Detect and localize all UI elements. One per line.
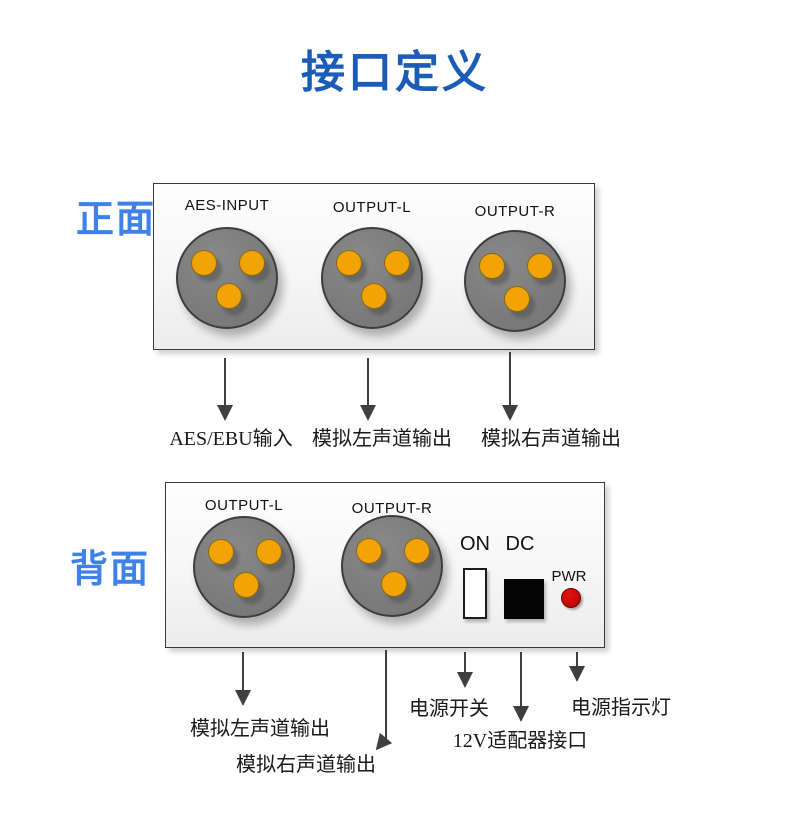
front-callout-aes-ebu-input: AES/EBU输入 [169,428,293,450]
xlr-pin-icon [208,539,234,565]
callout-arrow-icon [513,652,529,722]
callout-arrow-icon [235,652,251,706]
back-callout-power-indicator: 电源指示灯 [571,697,671,719]
callout-arrow-icon [457,652,473,688]
back-callout-analog-right-output: 模拟右声道输出 [236,754,376,776]
dc-jack [504,579,544,619]
xlr-pin-icon [256,539,282,565]
power-led-label: PWR [551,568,587,585]
xlr-pin-icon [191,250,217,276]
callout-arrow-icon [502,352,518,421]
callout-arrow-icon [369,650,393,756]
callout-arrow-icon [569,652,585,682]
front-connector-output-l-label: OUTPUT-L [332,199,412,216]
power-switch [463,568,487,619]
back-callout-power-switch: 电源开关 [409,698,489,720]
front-panel: AES-INPUT OUTPUT-L OUTPUT-R [153,183,595,350]
front-connector-output-r-label: OUTPUT-R [474,203,556,220]
callout-arrow-icon [217,358,233,421]
xlr-connector-aes-input-icon [176,227,278,329]
xlr-pin-icon [356,538,382,564]
xlr-pin-icon [239,250,265,276]
back-side-label: 背面 [70,549,151,591]
back-callout-analog-left-output: 模拟左声道输出 [190,718,330,740]
callout-arrow-icon [360,358,376,421]
dc-jack-label: DC [505,533,535,555]
front-callout-analog-right-output: 模拟右声道输出 [481,428,621,450]
xlr-connector-output-l-icon [193,516,295,618]
xlr-pin-icon [233,572,259,598]
power-led-icon [561,588,581,608]
xlr-pin-icon [504,286,530,312]
xlr-pin-icon [404,538,430,564]
power-switch-label: ON [460,533,490,555]
xlr-pin-icon [384,250,410,276]
xlr-pin-icon [336,250,362,276]
front-side-label: 正面 [76,199,157,241]
back-callout-12v-adapter: 12V适配器接口 [452,730,588,752]
xlr-pin-icon [527,253,553,279]
xlr-connector-output-r-icon [464,230,566,332]
xlr-pin-icon [381,571,407,597]
back-connector-output-l-label: OUTPUT-L [204,497,284,514]
xlr-pin-icon [479,253,505,279]
back-panel: OUTPUT-L OUTPUT-R ON DC PWR [165,482,605,648]
page-title: 接口定义 [301,48,489,97]
xlr-connector-output-l-icon [321,227,423,329]
xlr-connector-output-r-icon [341,515,443,617]
front-callout-analog-left-output: 模拟左声道输出 [312,428,452,450]
xlr-pin-icon [361,283,387,309]
front-connector-aes-input-label: AES-INPUT [184,197,270,214]
back-connector-output-r-label: OUTPUT-R [351,500,433,517]
xlr-pin-icon [216,283,242,309]
